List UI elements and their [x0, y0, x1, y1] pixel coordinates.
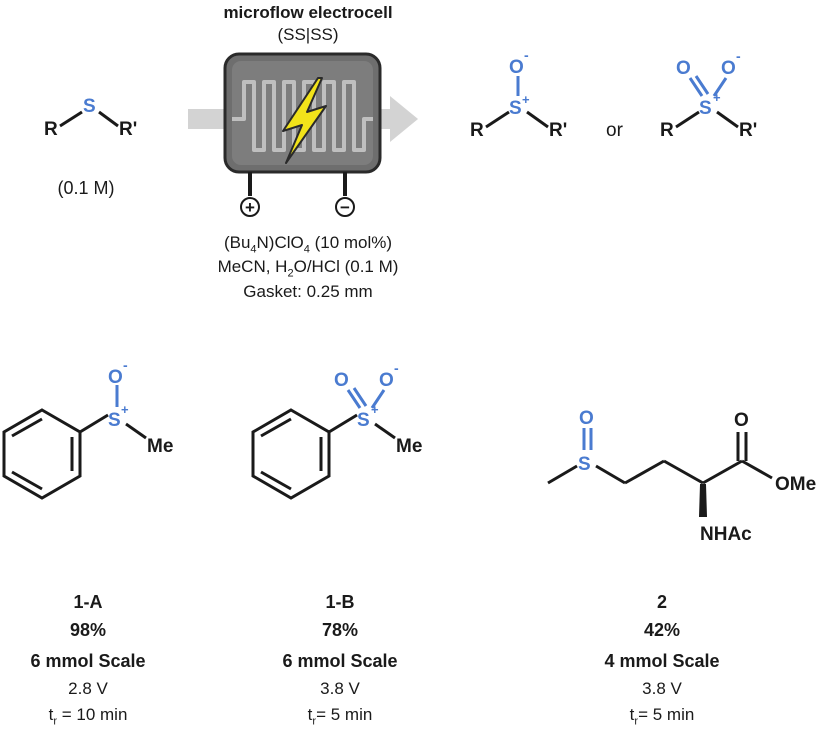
cathode-symbol: − — [340, 198, 350, 217]
anode-symbol: + — [245, 198, 255, 217]
sulfone-oxygen-left: O — [676, 58, 691, 79]
compound-voltage: 3.8 V — [642, 679, 682, 698]
compound-yield: 78% — [321, 620, 359, 640]
bond — [98, 110, 119, 128]
condition-gasket: Gasket: 0.25 mm — [243, 282, 373, 301]
1b-methyl: Me — [396, 436, 422, 457]
electrocell-reactor: + − — [223, 52, 382, 217]
bond — [59, 110, 83, 128]
1a-s-charge: + — [121, 402, 129, 417]
sulfone-r-right: R' — [739, 120, 757, 141]
compound-voltage: 3.8 V — [320, 679, 360, 698]
substrate-r-left: R — [44, 119, 58, 140]
sulfone-r-left: R — [660, 120, 674, 141]
or-text: or — [606, 120, 624, 141]
1b-o-charge: - — [394, 360, 399, 376]
sulfoxide-s-charge: + — [522, 92, 530, 107]
1b-oxygen-right: O — [379, 370, 394, 391]
product-sulfoxide: R S + O - R' — [470, 47, 567, 141]
structure-2: S O O OMe NHAc — [547, 408, 816, 545]
compound-id: 1-A — [73, 592, 103, 612]
structure-1b: S + O O - Me — [251, 360, 422, 500]
sulfoxide-r-right: R' — [549, 120, 567, 141]
sulfoxide-r-left: R — [470, 120, 484, 141]
condition-solvent: MeCN, H2O/HCl (0.1 M) — [217, 257, 399, 280]
structure-1a: S + O - Me — [2, 357, 173, 500]
2-sulfur: S — [578, 454, 591, 475]
compound-scale: 6 mmol Scale — [282, 651, 398, 671]
substrate-r-right: R' — [119, 119, 137, 140]
2-nhac: NHAc — [700, 524, 752, 545]
substrate-concentration: (0.1 M) — [57, 178, 115, 198]
compound-id: 1-B — [325, 592, 355, 612]
compound-residence-time: tr = 10 min — [48, 705, 128, 728]
2-methoxy: OMe — [775, 474, 816, 495]
product-sulfone: R S + O O - R' — [660, 48, 757, 141]
reactor-title: microflow electrocell — [223, 3, 393, 22]
1b-s-charge: + — [371, 402, 379, 417]
1a-methyl: Me — [147, 436, 173, 457]
reactor-subtitle: (SS|SS) — [277, 25, 339, 44]
compound-yield: 42% — [643, 620, 681, 640]
compound-residence-time: tr= 5 min — [307, 705, 373, 728]
anode-icon — [240, 197, 260, 217]
condition-electrolyte: (Bu4N)ClO4 (10 mol%) — [223, 233, 393, 256]
sulfoxide-sulfur: S — [509, 98, 522, 119]
lightning-icon — [282, 77, 327, 164]
sulfone-o-charge: - — [736, 48, 741, 64]
1b-sulfur: S — [357, 410, 370, 431]
sulfone-sulfur: S — [699, 98, 712, 119]
sulfone-s-charge: + — [713, 90, 721, 105]
sulfoxide-oxygen: O — [509, 57, 524, 78]
compound-scale: 4 mmol Scale — [604, 651, 720, 671]
compound-residence-time: tr= 5 min — [629, 705, 695, 728]
2-oxygen: O — [579, 408, 594, 429]
compound-voltage: 2.8 V — [68, 679, 108, 698]
sulfone-oxygen-right: O — [721, 58, 736, 79]
compound-id: 2 — [656, 592, 668, 612]
1a-o-charge: - — [123, 357, 128, 373]
compound-scale: 6 mmol Scale — [30, 651, 146, 671]
1a-sulfur: S — [108, 410, 121, 431]
cathode-icon — [335, 197, 355, 217]
substrate-sulfur: S — [83, 96, 96, 117]
1b-oxygen-left: O — [334, 370, 349, 391]
sulfoxide-o-charge: - — [524, 47, 529, 63]
substrate-structure: R S R' — [44, 96, 137, 140]
1a-oxygen: O — [108, 367, 123, 388]
2-carbonyl-oxygen: O — [734, 410, 749, 431]
compound-yield: 98% — [69, 620, 107, 640]
